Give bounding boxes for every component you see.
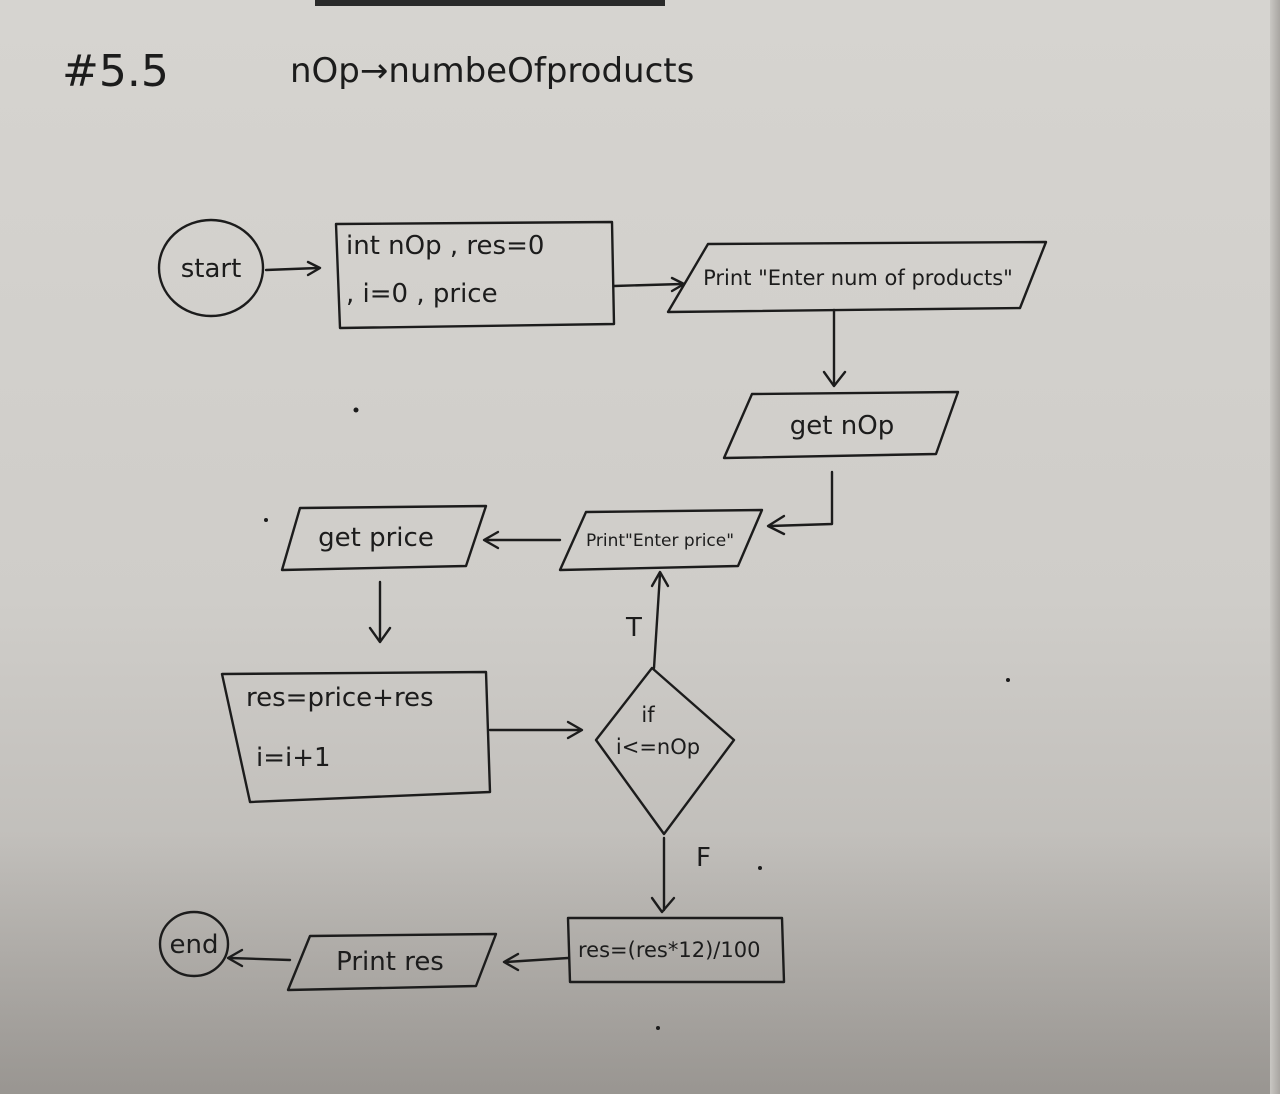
arrow-update-to-decision-head	[566, 720, 584, 740]
end-terminal	[158, 910, 230, 978]
top-edge-strip	[315, 0, 665, 6]
ink-speck	[264, 518, 268, 522]
arrow-print-res-to-end-head	[226, 948, 244, 968]
decision-line2: i<=nOp	[616, 735, 700, 759]
ink-speck	[656, 1026, 660, 1030]
arrow-true-branch-head	[650, 570, 670, 588]
update-process-box	[220, 670, 492, 804]
paper-right-edge	[1270, 0, 1280, 1094]
arrow-print-num-to-get-nop-head	[822, 370, 847, 388]
print-res-label: Print res	[336, 947, 444, 977]
start-terminal	[157, 218, 265, 318]
get-price-io	[280, 504, 488, 572]
ink-speck	[1006, 678, 1010, 682]
compute-process-box	[566, 916, 786, 984]
arrow-true-branch	[652, 572, 662, 670]
ink-speck	[758, 866, 762, 870]
print-enter-num-io	[666, 240, 1048, 314]
end-label: end	[170, 930, 219, 960]
start-label: start	[181, 254, 242, 284]
arrow-start-to-declare	[264, 266, 320, 272]
get-price-label: get price	[318, 523, 434, 553]
arrow-compute-to-print-res	[504, 956, 570, 964]
arrow-print-res-to-end	[228, 956, 292, 962]
print-enter-price-io	[558, 508, 764, 572]
arrow-false-branch-head	[650, 896, 676, 914]
print-enter-price-label: Print"Enter price"	[586, 531, 734, 551]
heading-note: nOp→numbeOfproducts	[290, 51, 694, 91]
declare-line1: int nOp , res=0	[346, 231, 544, 261]
compute-label: res=(res*12)/100	[578, 938, 760, 962]
false-branch-label: F	[696, 843, 711, 873]
decision-line1: if	[641, 703, 655, 727]
decision-diamond	[594, 666, 736, 836]
print-enter-num-label: Print "Enter num of products"	[703, 266, 1013, 290]
update-line1: res=price+res	[246, 683, 434, 713]
paper-shadow	[0, 834, 1280, 1094]
arrow-get-nop-to-print-price-head	[766, 514, 786, 536]
get-nop-label: get nOp	[790, 411, 894, 441]
declare-line2: , i=0 , price	[346, 279, 498, 309]
heading-number: #5.5	[62, 46, 169, 97]
arrow-compute-to-print-res-head	[502, 952, 520, 972]
arrow-start-to-declare-head	[306, 260, 322, 277]
arrow-get-nop-to-print-price	[768, 470, 834, 528]
ink-speck	[353, 407, 359, 413]
arrow-print-price-to-get-price-head	[482, 530, 500, 550]
update-line2: i=i+1	[256, 743, 331, 773]
get-nop-io	[722, 390, 960, 460]
true-branch-label: T	[625, 613, 642, 643]
arrow-get-price-to-update-head	[368, 626, 392, 644]
print-res-io	[286, 932, 498, 992]
arrow-declare-to-print-num	[612, 282, 684, 288]
declare-process-box	[334, 220, 616, 330]
